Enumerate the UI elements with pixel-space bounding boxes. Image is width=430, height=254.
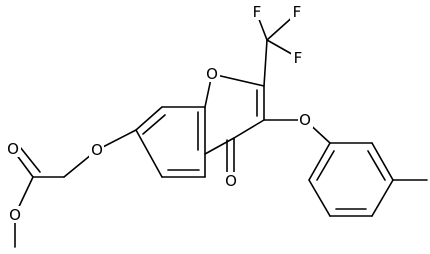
bond-ccarbonyl-ocarbonyl-double [19,146,41,173]
ketone-oxygen: O [223,172,238,190]
svg-text:O: O [225,172,237,190]
ester-carbonyl-oxygen: O [6,140,21,158]
bond-ar-2-3-double [367,150,386,181]
bonds [12,13,428,248]
aryl-ether-oxygen: O [298,111,313,129]
svg-text:O: O [7,140,19,158]
atom-labels: F F F O O O O O [6,3,313,224]
bond-ar-3-4 [371,179,394,217]
bond-ar-2-3 [371,142,394,181]
svg-text:O: O [91,141,103,159]
svg-text:F: F [294,49,303,67]
fluorine-3: F [291,49,305,67]
bond-ar-5-6 [308,179,331,217]
bond-ar-6-1-double [316,150,335,181]
fluorine-1: F [250,3,264,21]
svg-text:O: O [299,111,311,129]
alkyl-ether-oxygen: O [89,141,104,159]
svg-text:F: F [293,3,302,21]
bond-c2-oring [211,73,265,87]
bond-c3-c4 [233,119,265,139]
ring-oxygen: O [205,65,220,83]
ester-oxygen: O [7,206,22,224]
svg-text:O: O [9,206,21,224]
bond-c7-c6 [135,129,163,178]
bond-c8-c7-double [142,114,166,135]
bond-ar-6-1 [308,142,331,181]
fluorine-2: F [290,3,304,21]
bond-c8-c7 [135,106,163,131]
svg-text:F: F [253,3,262,21]
bond-c4-c4a [204,137,235,155]
svg-text:O: O [206,65,218,83]
bond-cf3-c2 [263,39,268,87]
